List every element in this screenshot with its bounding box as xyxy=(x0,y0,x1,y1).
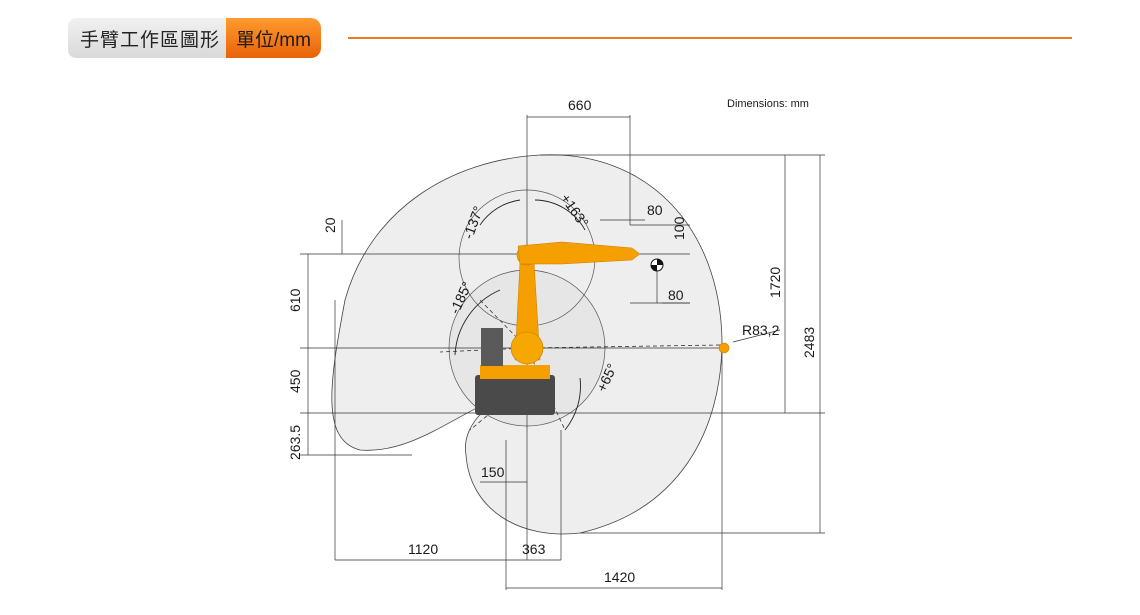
robot-upper-arm xyxy=(517,241,641,265)
robot-motor-box xyxy=(481,328,503,366)
dim-radius: R83,2 xyxy=(742,322,780,338)
units-note: Dimensions: mm xyxy=(727,98,809,110)
dim-80-top: 80 xyxy=(647,202,663,218)
dim-100: 100 xyxy=(671,216,687,240)
dim-450: 450 xyxy=(287,369,303,393)
tool-flange xyxy=(718,342,730,354)
dim-610: 610 xyxy=(287,288,303,312)
dim-80-bottom: 80 xyxy=(668,287,684,303)
section-header: 手臂工作區圖形 單位/mm xyxy=(68,18,321,58)
tcp-marker-fill xyxy=(651,259,663,271)
dim-263-5: 263.5 xyxy=(287,425,303,460)
dim-1720: 1720 xyxy=(767,267,783,298)
robot-base xyxy=(475,375,555,415)
dim-363: 363 xyxy=(522,541,546,557)
dim-150: 150 xyxy=(481,464,505,480)
robot-base-top xyxy=(480,365,550,379)
dim-1120: 1120 xyxy=(408,541,438,557)
dim-20: 20 xyxy=(322,217,338,233)
dim-1420: 1420 xyxy=(604,569,635,585)
angle-arcs xyxy=(454,199,586,431)
dim-660: 660 xyxy=(568,97,592,113)
dim-2483: 2483 xyxy=(801,327,817,358)
robot-shoulder xyxy=(510,331,544,365)
header-divider xyxy=(348,37,1072,39)
section-title: 手臂工作區圖形 xyxy=(68,18,233,58)
